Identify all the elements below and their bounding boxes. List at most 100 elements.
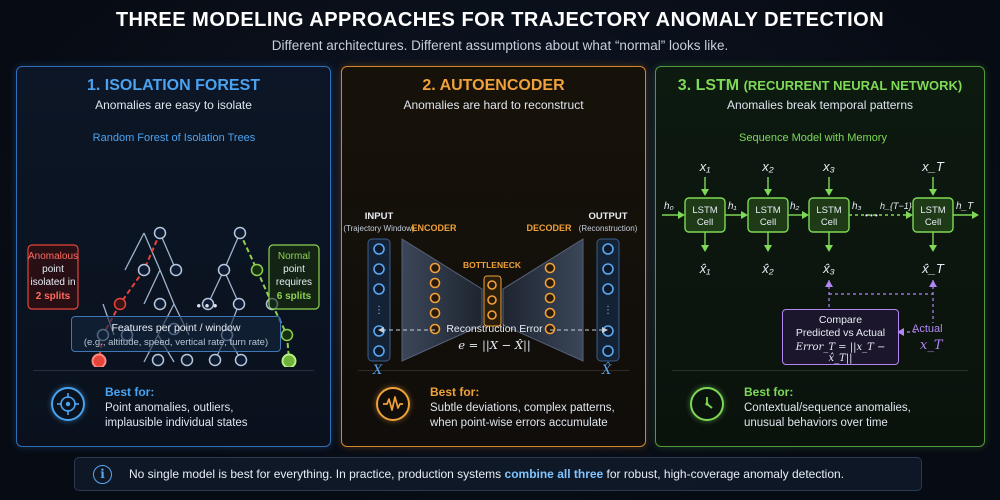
input-symbol: X bbox=[373, 363, 383, 378]
encoder-nodes bbox=[429, 262, 441, 335]
footer-text-after: for robust, high-coverage anomaly detect… bbox=[603, 467, 845, 481]
waveform-icon bbox=[376, 387, 410, 421]
tree-node bbox=[234, 353, 248, 367]
output-symbol: X̂ bbox=[602, 363, 612, 378]
best-for-line: when point-wise errors accumulate bbox=[430, 417, 608, 429]
hidden-h2: h₂ bbox=[790, 201, 800, 212]
lstm-title: 3. LSTM (RECURRENT NEURAL NETWORK) bbox=[656, 77, 984, 95]
forest-diagram-label: Random Forest of Isolation Trees bbox=[93, 132, 256, 144]
input-x3: x₃ bbox=[822, 159, 835, 174]
encoder-block bbox=[401, 238, 483, 362]
features-box: Features per point / window (e.g., altit… bbox=[71, 316, 281, 352]
output-xhat1: x̂₁ bbox=[699, 261, 711, 276]
decoder-label: DECODER bbox=[526, 223, 572, 233]
best-for-line: unusual behaviors over time bbox=[744, 417, 888, 429]
input-x1: x₁ bbox=[699, 159, 711, 174]
tree-node bbox=[137, 263, 151, 277]
cell-label: Cell bbox=[697, 217, 713, 228]
panel-divider bbox=[672, 370, 968, 371]
normal-path-node bbox=[250, 263, 264, 277]
tree-node bbox=[232, 297, 246, 311]
bottleneck-label: BOTTLENECK bbox=[463, 260, 522, 270]
summary-footer: i No single model is best for everything… bbox=[74, 457, 922, 491]
cell-label: LSTM bbox=[920, 205, 945, 216]
footer-text: No single model is best for everything. … bbox=[129, 467, 844, 481]
anomalous-text: point bbox=[42, 264, 64, 275]
bottleneck-nodes bbox=[487, 280, 497, 320]
reconstruction-error-label: Reconstruction Error bbox=[446, 323, 543, 335]
lstm-panel: 3. LSTM (RECURRENT NEURAL NETWORK) Anoma… bbox=[655, 66, 985, 447]
best-for-line: Point anomalies, outliers, bbox=[105, 402, 234, 414]
autoencoder-panel: 2. AUTOENCODER Anomalies are hard to rec… bbox=[341, 66, 646, 447]
normal-label: Normal bbox=[278, 251, 310, 262]
autoencoder-subtitle: Anomalies are hard to reconstruct bbox=[403, 98, 584, 112]
info-icon: i bbox=[93, 465, 112, 484]
lstm-subtitle: Anomalies break temporal patterns bbox=[726, 98, 914, 112]
cell-label: LSTM bbox=[755, 205, 780, 216]
output-nodes bbox=[602, 243, 614, 357]
tree-node bbox=[169, 263, 183, 277]
tree-node bbox=[201, 297, 215, 311]
cells-ellipsis: • • • bbox=[865, 211, 878, 220]
output-sublabel: (Reconstruction) bbox=[579, 224, 638, 233]
anomaly-path-node bbox=[113, 297, 127, 311]
page-subtitle: Different architectures. Different assum… bbox=[271, 38, 729, 53]
output-arrows bbox=[704, 232, 934, 247]
best-for-heading: Best for: bbox=[744, 385, 794, 399]
clock-icon bbox=[690, 387, 724, 421]
tree-node bbox=[151, 353, 165, 367]
best-for-heading: Best for: bbox=[430, 385, 480, 399]
lstm-diagram: Sequence Model with Memory x₁ x₂ x₃ x_T … bbox=[662, 132, 979, 336]
lstm-title-paren: (RECURRENT NEURAL NETWORK) bbox=[743, 78, 963, 93]
input-sublabel: (Trajectory Window) bbox=[343, 224, 415, 233]
actual-label: Actual bbox=[912, 323, 943, 335]
normal-text: point bbox=[283, 264, 305, 275]
output-xhat3: x̂₃ bbox=[822, 261, 835, 276]
input-x2: x₂ bbox=[761, 159, 774, 174]
input-xT: x_T bbox=[921, 159, 945, 174]
hidden-h3: h₃ bbox=[852, 201, 862, 212]
compare-label: Predicted vs Actual bbox=[795, 327, 886, 339]
normal-text: requires bbox=[276, 277, 312, 288]
best-for-line: Contextual/sequence anomalies, bbox=[744, 402, 911, 414]
panel-divider bbox=[33, 370, 314, 371]
anomalous-text: isolated in bbox=[30, 277, 75, 288]
features-title: Features per point / window bbox=[111, 322, 241, 334]
svg-text:⋮: ⋮ bbox=[603, 305, 613, 316]
error-arrow bbox=[378, 327, 608, 333]
cell-label: Cell bbox=[821, 217, 837, 228]
features-detail: (e.g., altitude, speed, vertical rate, t… bbox=[83, 337, 269, 348]
best-for-heading: Best for: bbox=[105, 385, 155, 399]
decoder-nodes bbox=[544, 262, 556, 335]
footer-text-before: No single model is best for everything. … bbox=[129, 467, 505, 481]
hidden-h0: h₀ bbox=[664, 201, 674, 212]
lstm-title-main: 3. LSTM bbox=[677, 77, 740, 94]
normal-splits: 6 splits bbox=[277, 291, 312, 302]
tree-node bbox=[233, 226, 247, 240]
cell-label: LSTM bbox=[692, 205, 717, 216]
isolation-forest-panel: 1. ISOLATION FOREST Anomalies are easy t… bbox=[16, 66, 331, 447]
page-title: THREE MODELING APPROACHES FOR TRAJECTORY… bbox=[115, 9, 885, 31]
reconstruction-error-formula: e = ||X − X̂|| bbox=[458, 338, 531, 352]
normal-point-node bbox=[281, 353, 297, 367]
isolation-forest-subtitle: Anomalies are easy to isolate bbox=[95, 98, 252, 112]
output-xhatT: x̂_T bbox=[921, 261, 945, 276]
actual-symbol: x_T bbox=[920, 338, 943, 353]
isolation-forest-title: 1. ISOLATION FOREST bbox=[86, 77, 261, 94]
hidden-hT: h_T bbox=[956, 201, 974, 212]
normal-path-node bbox=[280, 328, 294, 342]
anomalous-point-node bbox=[91, 353, 107, 367]
normal-callout bbox=[268, 244, 320, 310]
tree-node bbox=[153, 226, 167, 240]
best-for-line: implausible individual states bbox=[105, 417, 248, 429]
hidden-h1: h₁ bbox=[728, 201, 737, 212]
tree-node bbox=[180, 353, 194, 367]
cell-label: Cell bbox=[760, 217, 776, 228]
encoder-label: ENCODER bbox=[411, 223, 457, 233]
cell-label: LSTM bbox=[816, 205, 841, 216]
compare-box: Compare Predicted vs Actual Error_T = ||… bbox=[782, 309, 899, 365]
panel-divider bbox=[358, 370, 629, 371]
target-icon bbox=[51, 387, 85, 421]
anomalous-callout bbox=[27, 244, 79, 310]
compare-label: Compare bbox=[818, 314, 863, 326]
